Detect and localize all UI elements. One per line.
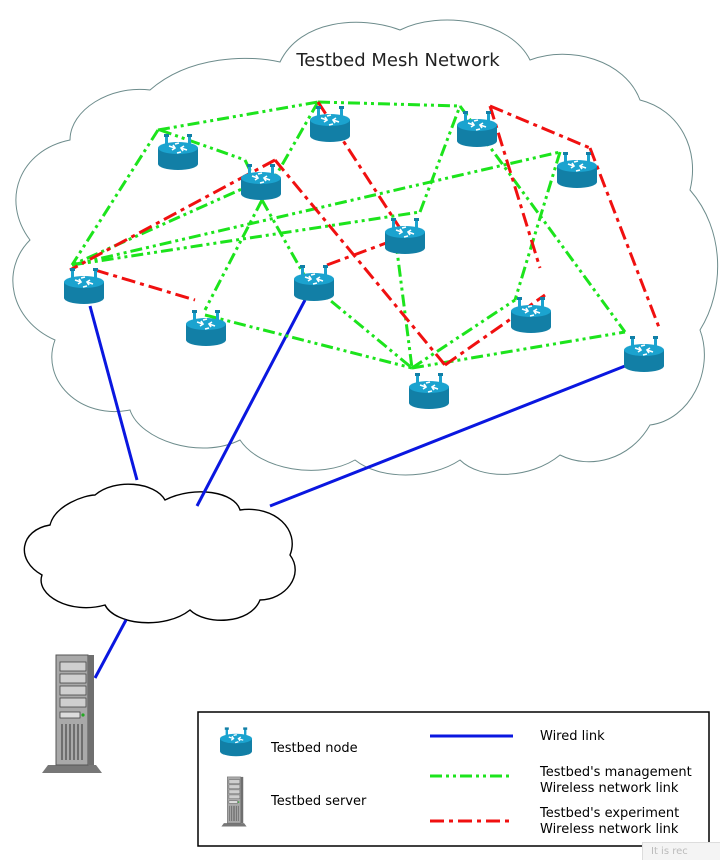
management-link xyxy=(71,210,421,267)
mesh-network-title: Testbed Mesh Network xyxy=(295,50,500,71)
server-icon xyxy=(41,654,103,774)
experiment-link xyxy=(69,158,276,272)
experiment-link xyxy=(316,101,407,237)
wired-links xyxy=(88,299,626,679)
truncated-caption: It is rec xyxy=(642,842,720,860)
experiment-link xyxy=(94,268,196,302)
management-link xyxy=(307,280,413,370)
management-link xyxy=(203,199,264,311)
legend-wired-label: Wired link xyxy=(540,729,605,744)
wired-link xyxy=(93,619,128,679)
management-link xyxy=(418,105,462,213)
mesh-cloud xyxy=(12,19,719,476)
management-link xyxy=(317,100,461,108)
legend-management-label-1: Testbed's management xyxy=(539,765,692,780)
management-link xyxy=(204,313,413,370)
legend-experiment-label-2: Wireless network link xyxy=(540,822,679,837)
wired-link xyxy=(88,305,139,481)
management-link xyxy=(393,234,414,369)
wired-link xyxy=(269,364,626,508)
experiment-links xyxy=(69,101,662,367)
wired-link xyxy=(195,299,307,507)
experiment-link xyxy=(488,105,542,269)
management-link xyxy=(411,298,516,370)
legend-management-label-2: Wireless network link xyxy=(540,781,679,796)
legend-node-label: Testbed node xyxy=(270,741,358,756)
management-link xyxy=(513,151,562,301)
legend-experiment-label-1: Testbed's experiment xyxy=(539,806,679,821)
legend: Testbed node Testbed server Wired link T… xyxy=(197,711,710,847)
management-link xyxy=(260,199,310,283)
experiment-link xyxy=(588,147,662,331)
experiment-link xyxy=(489,104,591,150)
management-link xyxy=(71,178,263,267)
legend-box xyxy=(197,711,710,847)
legend-server-label: Testbed server xyxy=(270,794,367,809)
internet-cloud xyxy=(23,483,296,624)
experiment-link xyxy=(273,159,447,366)
experiment-link xyxy=(444,293,546,367)
